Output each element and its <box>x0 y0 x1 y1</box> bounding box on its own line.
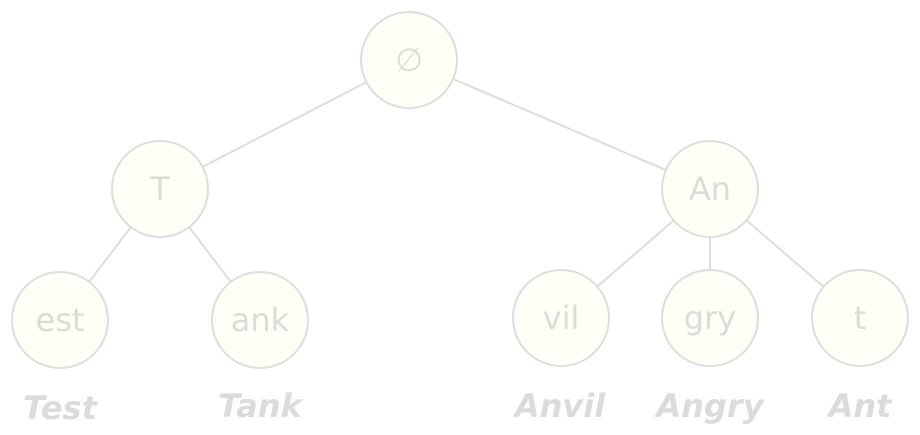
tree-edge <box>202 81 367 168</box>
node-circle <box>661 269 759 367</box>
word-label-angry: Angry <box>653 387 764 425</box>
node-circle <box>360 11 458 109</box>
node-ank: ank <box>211 271 309 369</box>
node-gry: gry <box>661 269 759 367</box>
tree-edge <box>88 226 132 283</box>
word-label-anvil: Anvil <box>512 387 606 425</box>
tree-edge <box>596 219 675 288</box>
node-an: An <box>661 140 759 238</box>
node-circle <box>111 140 209 238</box>
node-t-leaf: t <box>811 269 909 367</box>
node-label: An <box>689 170 731 208</box>
node-root: ∅ <box>360 11 458 109</box>
node-circle <box>512 269 610 367</box>
node-circle <box>11 271 109 369</box>
node-circle <box>661 140 759 238</box>
tree-edge <box>452 77 667 172</box>
node-circle <box>811 269 909 367</box>
node-circle <box>211 271 309 369</box>
node-label: est <box>36 301 85 339</box>
node-vil: vil <box>512 269 610 367</box>
node-label: ∅ <box>395 41 423 79</box>
node-label: ank <box>231 301 290 339</box>
word-label-ant: Ant <box>826 387 894 425</box>
tree-edge <box>745 219 825 288</box>
edge-layer <box>88 77 825 288</box>
node-label: t <box>854 299 867 337</box>
tree-edge <box>188 226 232 283</box>
node-label: vil <box>543 299 580 337</box>
node-label: gry <box>684 299 736 337</box>
word-label-tank: Tank <box>218 387 303 425</box>
node-t: T <box>111 140 209 238</box>
word-label-test: Test <box>23 389 98 427</box>
node-label: T <box>149 170 170 208</box>
node-est: est <box>11 271 109 369</box>
